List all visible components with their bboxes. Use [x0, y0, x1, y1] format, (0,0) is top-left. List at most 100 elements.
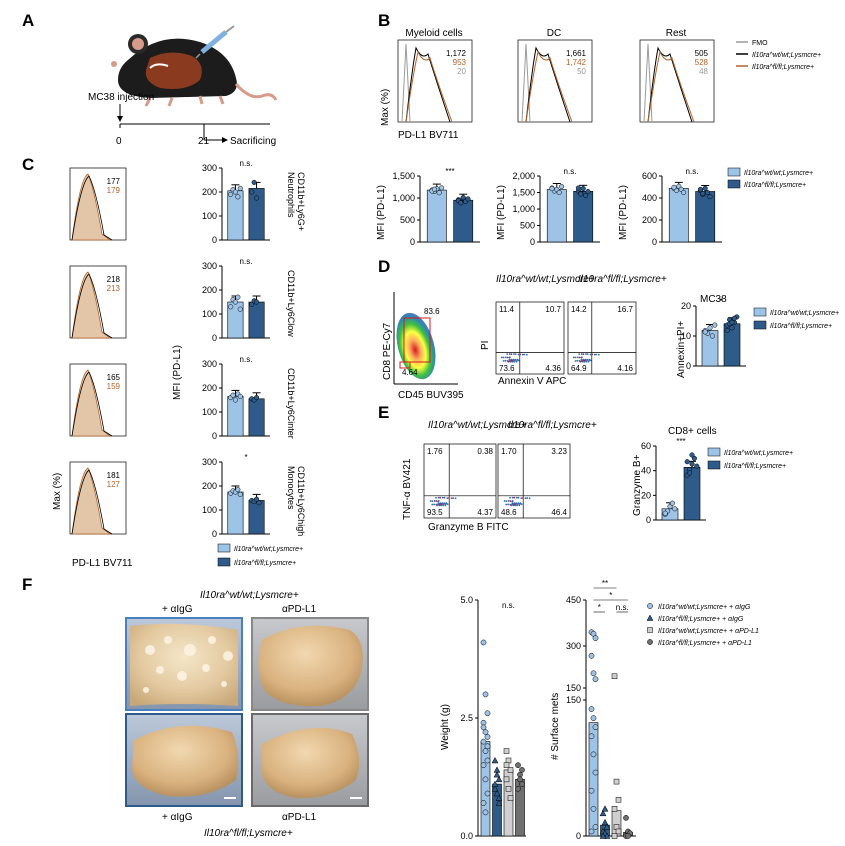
f-weight-point: [482, 776, 489, 783]
b-bar-tick-label: 200: [642, 215, 657, 225]
mouse-illustration: [111, 25, 278, 107]
d-quad-wt-dot: [516, 358, 519, 361]
b-hist-mfi-value: 1,661: [566, 49, 587, 58]
c-bar-bar-wt: [227, 491, 244, 535]
f-mets-point: [590, 751, 597, 758]
d-quad-ff-q-ul: 14.2: [571, 305, 587, 314]
d-quad-wt-dot: [502, 360, 505, 362]
e-quad-ff-dot: [507, 503, 510, 506]
d-quad-ff-dot: [574, 360, 577, 362]
gate-top-value: 83.6: [424, 307, 440, 316]
c-bar-tick-label: 0: [212, 333, 217, 343]
d-quad-wt-q-lr: 4.36: [545, 364, 561, 373]
b-bar-point: [585, 189, 591, 195]
e-quad-ff-dot: [507, 500, 510, 502]
e-quad-wt-dot: [433, 500, 436, 502]
b-bar-point: [439, 185, 445, 191]
gate-bottom-value: 4.64: [402, 368, 418, 377]
d-bar-significance: *: [719, 297, 722, 306]
e-quad-ff-dot: [505, 503, 508, 506]
e-quad-ff-q-ul: 1.70: [501, 447, 517, 456]
day21-label: 21: [198, 136, 210, 147]
f-weight-point: [480, 762, 487, 769]
c-bar-significance: *: [244, 453, 247, 462]
f-weight-point: [480, 724, 487, 731]
b-hist-hist-ff: [405, 50, 453, 123]
c-bar-point: [256, 500, 262, 506]
c-hist-mfi-value: 127: [107, 480, 121, 489]
f-mets-point: [592, 824, 599, 830]
d-quad-ff-dot: [581, 356, 583, 359]
f-weight-point: [505, 757, 512, 764]
f-mets-tick-label: 0: [576, 831, 581, 841]
legend-wt: Il10ra^wt/wt;Lysmcre+: [752, 52, 821, 59]
d-quad-ff-dot: [597, 353, 600, 356]
b-hist-mfi-value: 48: [699, 67, 708, 76]
b-bar-point: [697, 186, 703, 192]
c-bar-significance: n.s.: [240, 257, 253, 266]
c-hist-hist-wt: [71, 371, 113, 437]
c-hist-mfi-value: 213: [107, 284, 121, 293]
e-bar-tick-label: 0: [646, 515, 651, 525]
b-bar-point: [575, 185, 581, 191]
d-quad-wt-q-ur: 10.7: [545, 305, 561, 314]
e-bar-point: [694, 463, 700, 469]
d-bar-point: [709, 333, 715, 339]
b-col-title: Rest: [666, 28, 687, 39]
e-quad-ff-dot: [520, 503, 523, 506]
e-bar-point: [669, 500, 675, 506]
f-mets-point: [588, 787, 595, 794]
e-quad-wt-dot: [446, 497, 449, 500]
d-x-axis-annexin: Annexin V APC: [498, 376, 566, 387]
panel-label-f: F: [22, 575, 32, 594]
c-bar-point: [228, 191, 234, 197]
c-bar-point: [237, 306, 243, 312]
f-weight-point: [493, 771, 501, 778]
d-quad-ff-dot: [576, 356, 579, 359]
f-weight-point: [480, 719, 487, 726]
c-bar-tick-label: 300: [202, 163, 217, 173]
b-bar-point: [671, 184, 677, 190]
d-quad-wt-dot: [506, 356, 509, 359]
d-quad-ff-dot: [586, 353, 589, 355]
f-weight-point: [480, 639, 487, 646]
d-quad-wt-dot: [525, 353, 528, 356]
d-bar-tick-label: 0: [686, 361, 691, 371]
f-mets-tick-label: 300: [566, 641, 581, 651]
c-bar-point: [228, 304, 234, 310]
f-weight-point: [491, 756, 499, 764]
d-quad-ff-dot: [587, 360, 590, 363]
f-mets-point: [588, 733, 595, 740]
d-bar-point: [731, 315, 737, 321]
e-quad-ff-dot: [503, 500, 506, 502]
e-quad-ff-dot: [526, 497, 529, 499]
d-quad-wt-dot: [504, 359, 507, 362]
e-quad-wt-dot: [440, 504, 442, 507]
d-quad-ff-dot: [578, 353, 581, 356]
f-mets-significance: n.s.: [616, 603, 629, 612]
d-y-axis-pi: PI: [480, 341, 491, 350]
b-bar-point: [556, 189, 562, 196]
d-quad-wt-dot: [513, 353, 515, 355]
f-weight-point: [503, 748, 510, 754]
f-mets-point: [615, 828, 622, 835]
d-quad-ff-dot: [593, 353, 596, 356]
e-quad-wt-dot: [437, 499, 440, 502]
b-bar-tick-label: 1,000: [512, 204, 535, 214]
d-x-axis-cd45: CD45 BUV395: [398, 390, 464, 401]
b-bar-tick-label: 0: [530, 237, 535, 247]
c-bar-bar-ff: [248, 301, 265, 339]
b-hist-hist-ff: [525, 50, 573, 123]
b-mfi-label: MFI (PD-L1): [618, 185, 629, 240]
f-bottom-genotype: Il10ra^fl/fl;Lysmcre+: [204, 828, 293, 839]
f-weight-point: [517, 776, 523, 783]
e-quad-ff-dot: [505, 500, 508, 503]
f-mets-point: [588, 828, 595, 835]
b-bar-tick-label: 1,500: [392, 171, 415, 181]
f-weight-point: [515, 785, 521, 792]
c-hist-mfi-value: 181: [107, 471, 121, 480]
c-hist-hist-wt: [71, 273, 113, 339]
